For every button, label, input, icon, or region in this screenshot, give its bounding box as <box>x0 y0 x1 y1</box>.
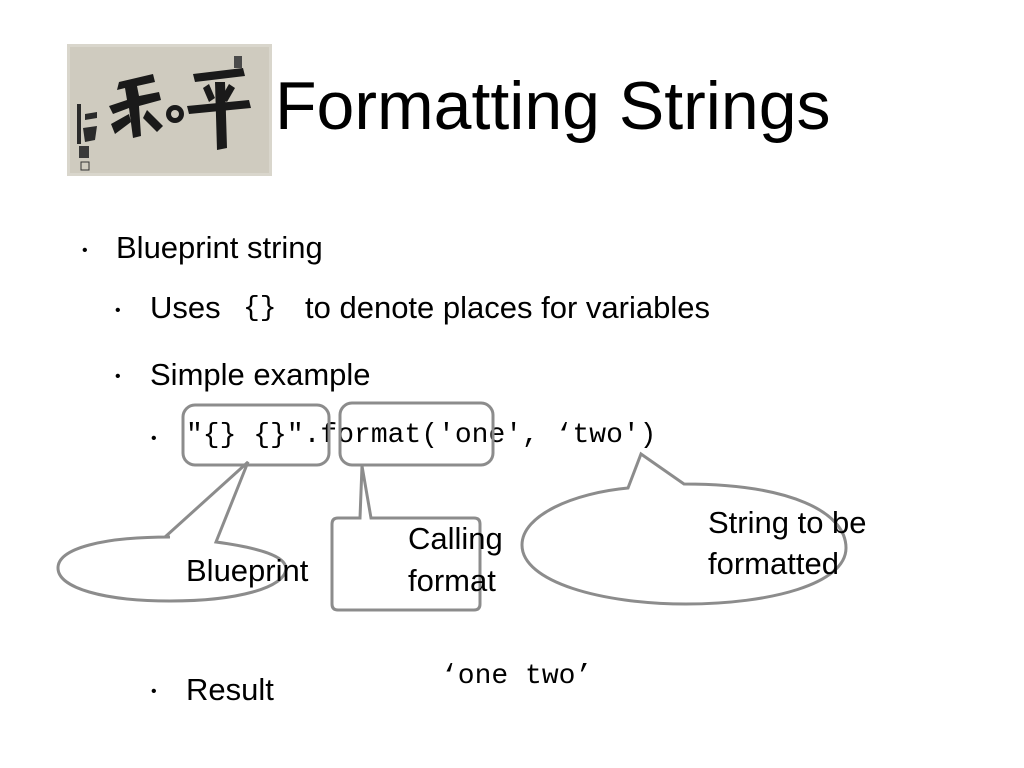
calligraphy-image <box>67 44 272 176</box>
callout-string-label-line1: String to be <box>708 505 867 540</box>
callout-calling-label-line1: Calling <box>408 521 503 556</box>
callout-calling-label-line2: format <box>408 563 496 598</box>
bullet-blueprint-string: Blueprint string <box>116 230 323 265</box>
bullet-uses-suffix: to denote places for variables <box>305 290 710 325</box>
bullet-icon: • <box>115 368 121 385</box>
bullet-uses-code: {} <box>243 293 277 324</box>
bullet-result-label: Result <box>186 672 274 707</box>
callout-string-label-line2: formatted <box>708 546 839 581</box>
slide-title: Formatting Strings <box>275 68 831 144</box>
bullet-simple-example: Simple example <box>150 357 371 392</box>
result-value: ‘one two’ <box>441 661 593 692</box>
bullet-icon: • <box>151 683 157 700</box>
bullet-icon: • <box>82 242 88 259</box>
callout-blueprint-label: Blueprint <box>186 553 309 588</box>
bullet-uses-prefix: Uses <box>150 290 221 325</box>
code-example: "{} {}".format('one', ‘two') <box>186 420 657 451</box>
bullet-icon: • <box>115 302 121 319</box>
bullet-icon: • <box>151 430 157 447</box>
